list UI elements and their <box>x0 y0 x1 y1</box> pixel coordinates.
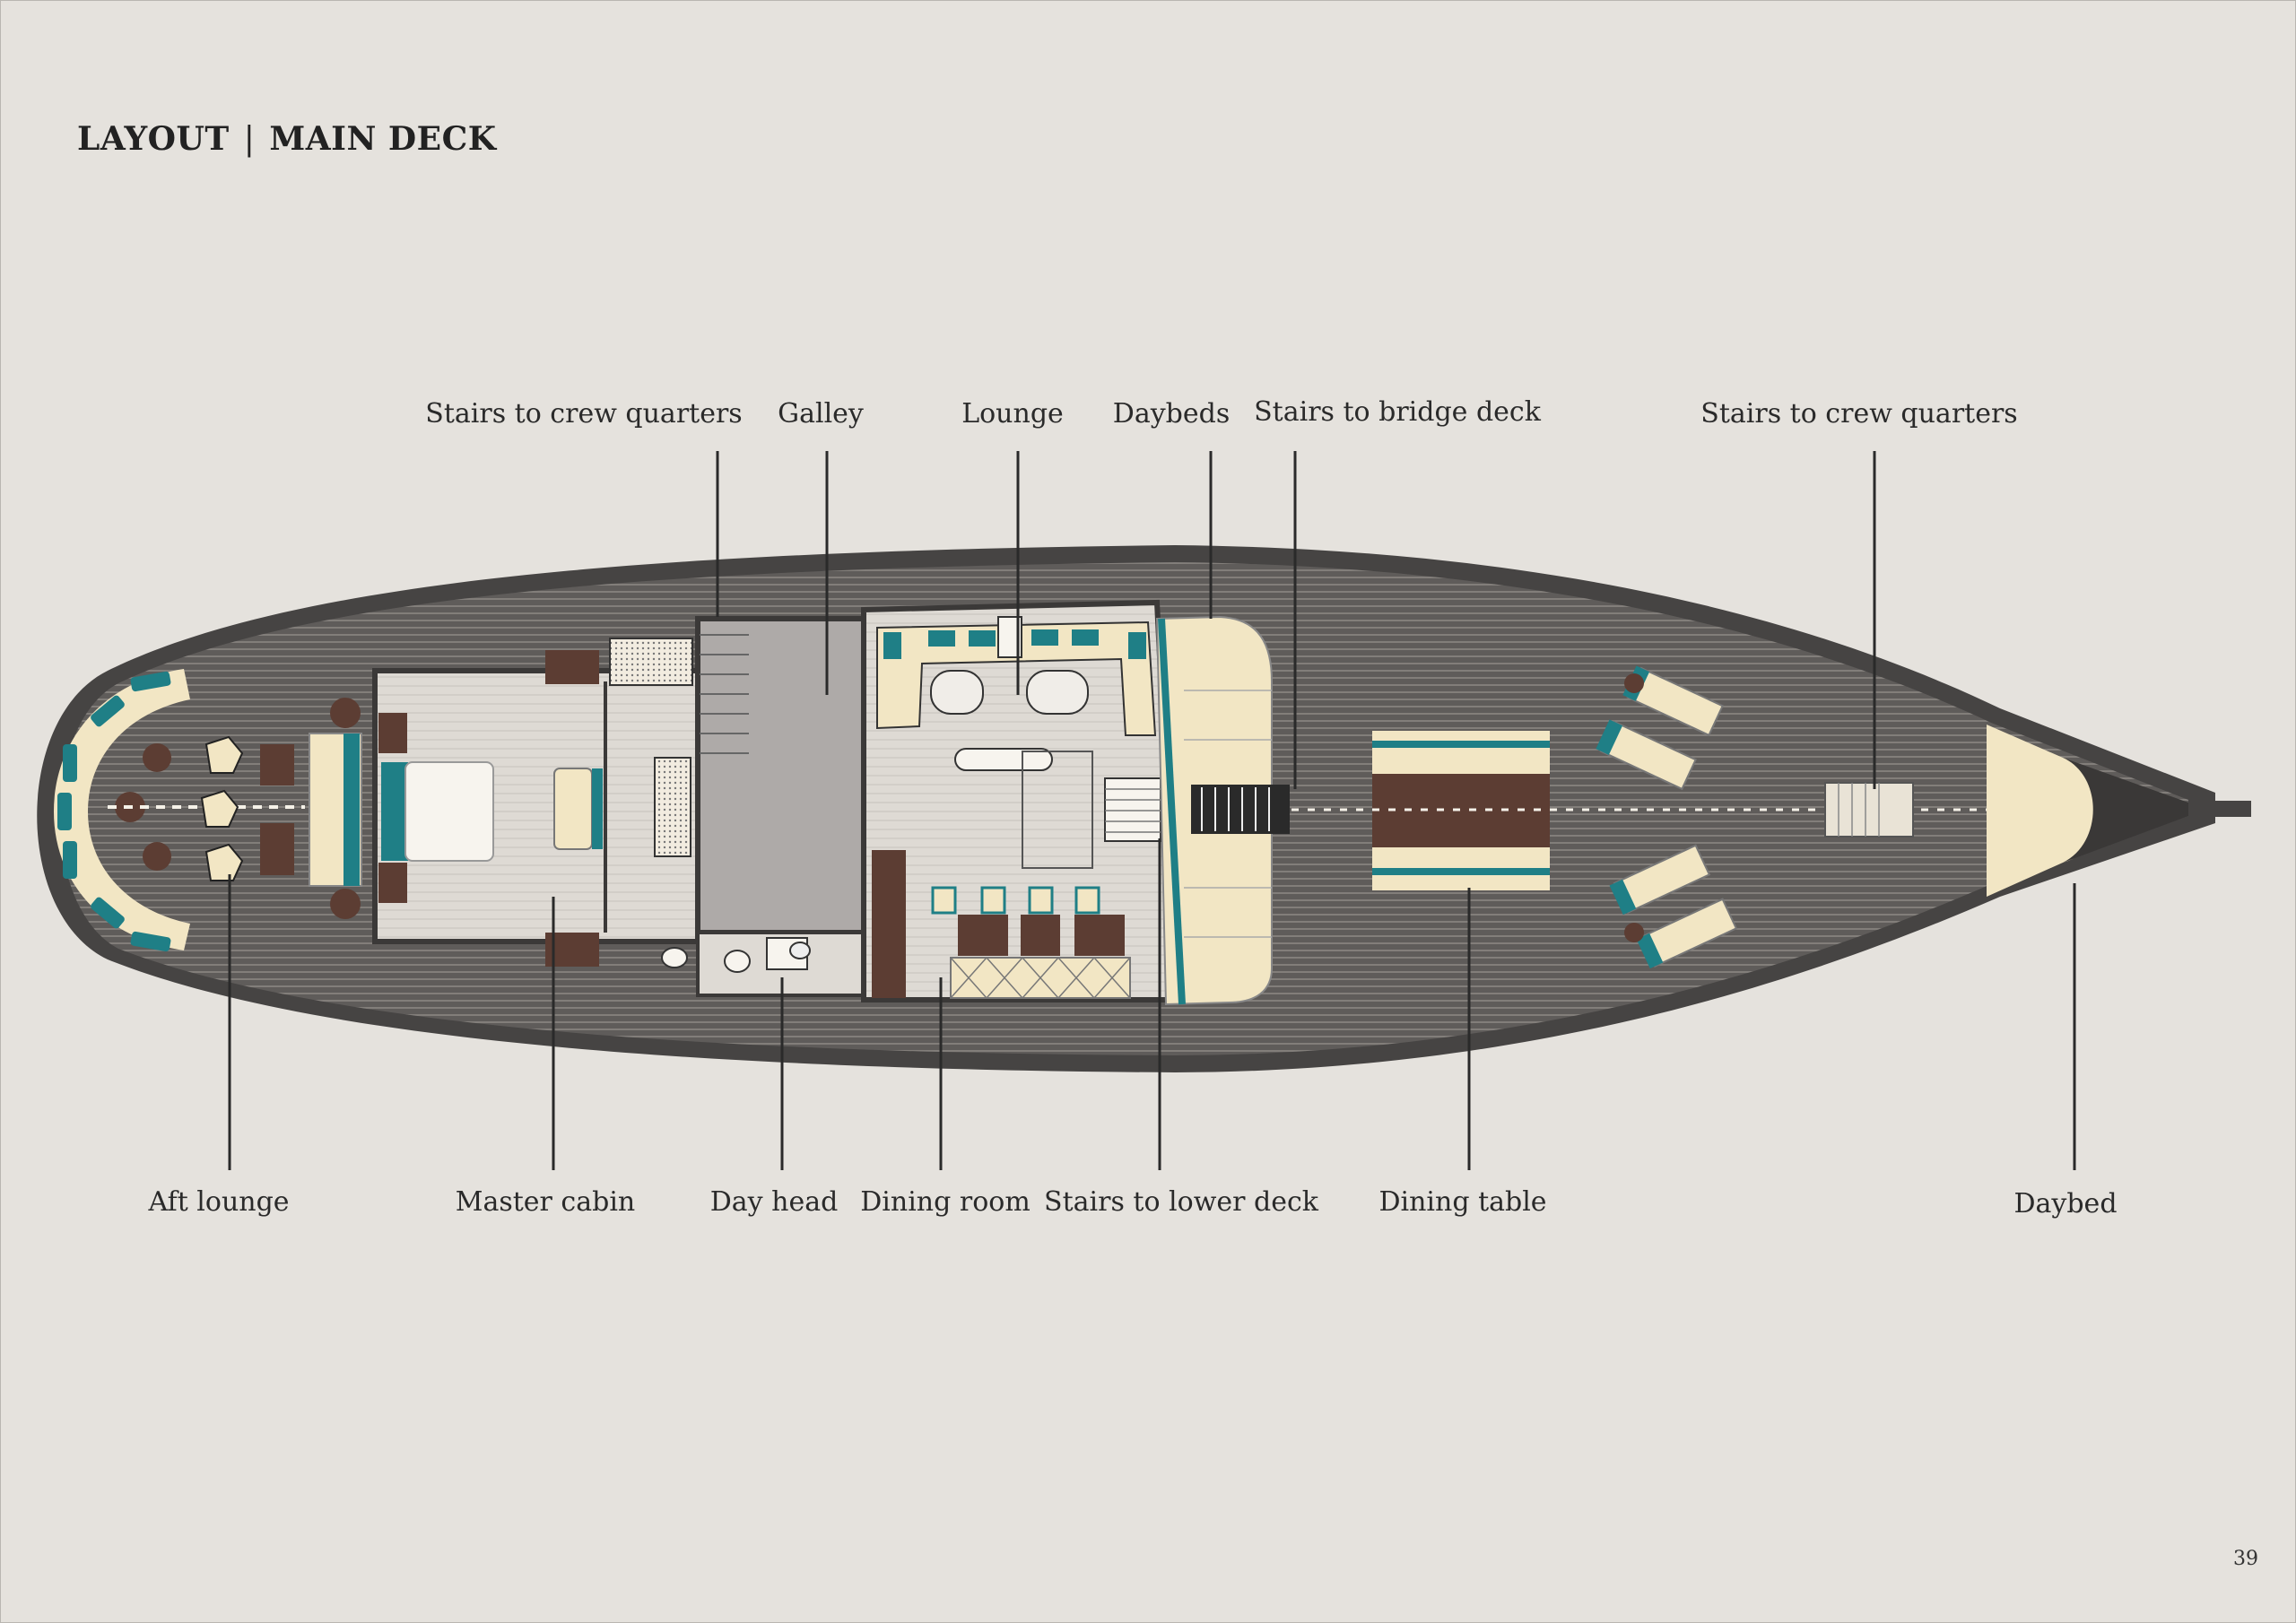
title-part-main-deck: MAIN DECK <box>269 120 497 158</box>
label-daybeds: Daybeds <box>1112 398 1231 430</box>
aft-lounge-area <box>54 669 362 952</box>
bow-daybed <box>1987 725 2188 897</box>
title-separator: | <box>243 121 256 158</box>
galley-area <box>695 616 866 997</box>
label-master-cabin: Master cabin <box>455 1186 636 1218</box>
lounge-dining-area <box>861 599 1180 1002</box>
label-stairs-to-crew-quarters-aft: Stairs to crew quarters <box>425 398 743 430</box>
dining-table-area <box>1292 731 2045 890</box>
page-number: 39 <box>2233 1548 2258 1570</box>
sun-loungers <box>1596 665 1914 969</box>
label-stairs-to-bridge-deck: Stairs to bridge deck <box>1254 396 1541 428</box>
label-aft-lounge: Aft lounge <box>148 1186 290 1218</box>
label-daybed: Daybed <box>2013 1188 2118 1219</box>
label-day-head: Day head <box>709 1186 839 1218</box>
label-stairs-to-crew-quarters-forward: Stairs to crew quarters <box>1700 398 2018 430</box>
label-dining-table: Dining table <box>1378 1186 1547 1218</box>
label-lounge: Lounge <box>961 398 1064 430</box>
label-stairs-to-lower-deck: Stairs to lower deck <box>1044 1186 1318 1218</box>
label-dining-room: Dining room <box>860 1186 1031 1218</box>
daybeds-area <box>1155 615 1290 1006</box>
master-cabin-area <box>372 638 700 968</box>
page-title: LAYOUT | MAIN DECK <box>77 120 497 158</box>
leader-lines <box>228 451 2076 1170</box>
title-part-layout: LAYOUT <box>77 120 230 158</box>
label-galley: Galley <box>778 398 864 430</box>
